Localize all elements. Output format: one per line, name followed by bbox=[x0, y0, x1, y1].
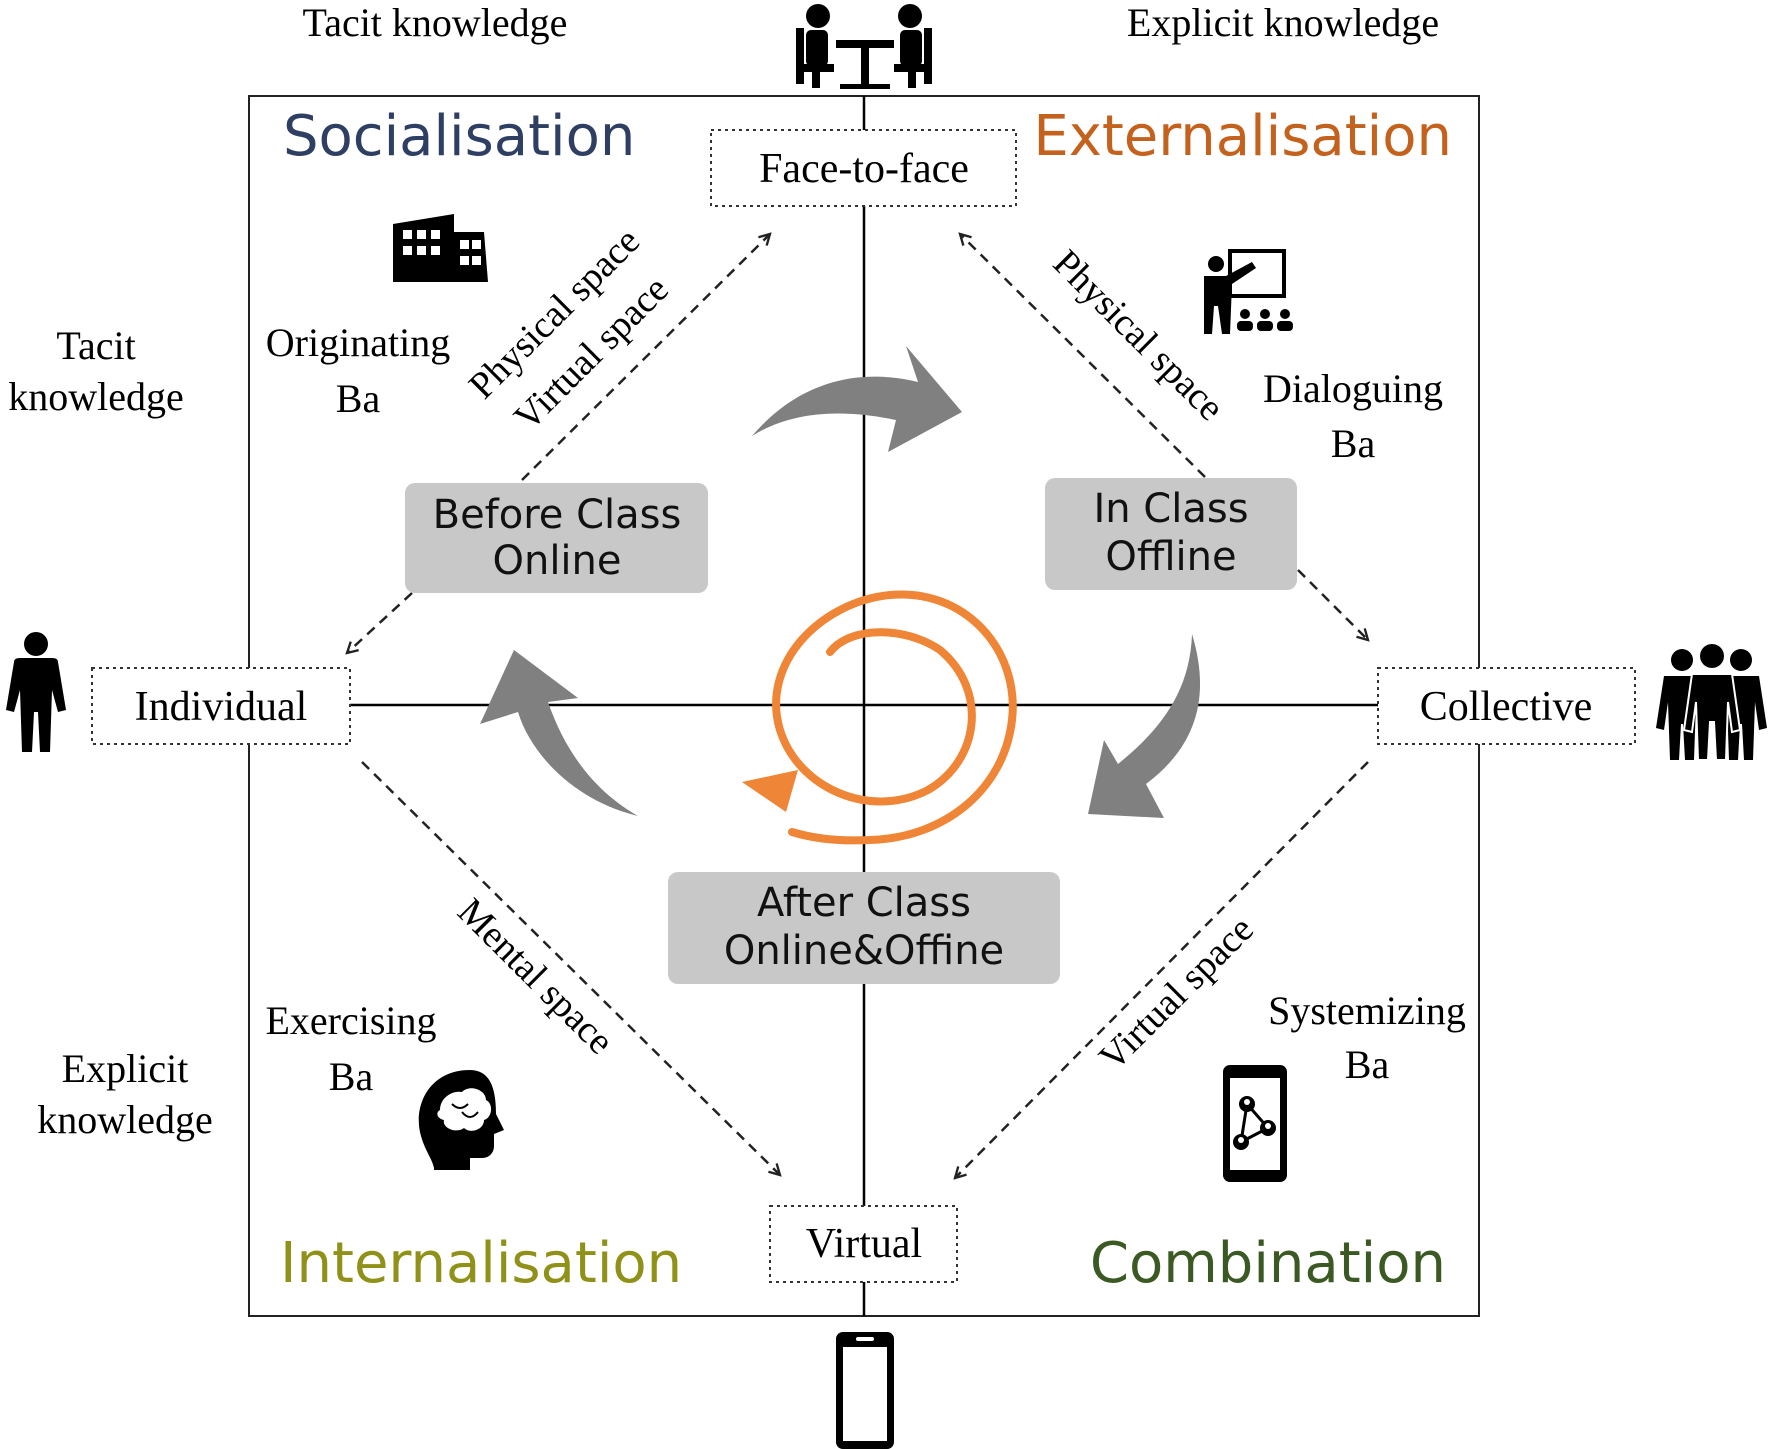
knowledge-spiral bbox=[742, 590, 1017, 845]
phase-before-box bbox=[405, 483, 708, 593]
axis-label-collective: Collective bbox=[1377, 667, 1636, 745]
network-phone-icon bbox=[1223, 1065, 1287, 1182]
bl-mental-space: Mental space bbox=[449, 890, 621, 1062]
systemizing-ba-line1: Systemizing bbox=[1268, 988, 1466, 1033]
dialoguing-ba-line1: Dialoguing bbox=[1263, 366, 1443, 411]
originating-ba-line1: Originating bbox=[266, 320, 450, 365]
arrow-tl-to-top bbox=[521, 234, 770, 481]
axis-label-individual: Individual bbox=[91, 667, 351, 745]
spiral-path bbox=[772, 590, 1017, 845]
dialoguing-ba-line2: Ba bbox=[1331, 421, 1376, 466]
teacher-presentation-icon bbox=[1204, 249, 1293, 334]
grey-arrow-top bbox=[752, 346, 962, 452]
face-to-face-label: Face-to-face bbox=[759, 146, 969, 192]
phase-after-box bbox=[668, 872, 1060, 984]
virtual-box bbox=[769, 1205, 958, 1283]
originating-ba-line2: Ba bbox=[336, 376, 381, 421]
side-explicit-line2: knowledge bbox=[37, 1097, 213, 1142]
phase-after-line1: After Class bbox=[757, 880, 971, 926]
top-explicit-knowledge: Explicit knowledge bbox=[1127, 0, 1439, 45]
arrow-tl-to-left bbox=[347, 592, 413, 653]
br-virtual-space: Virtual space bbox=[1091, 908, 1262, 1079]
arrow-bl bbox=[361, 761, 780, 1175]
collective-box bbox=[1377, 667, 1636, 745]
phase-in-line1: In Class bbox=[1093, 486, 1248, 532]
phase-before-line2: Online bbox=[492, 538, 621, 584]
building-icon bbox=[393, 214, 488, 282]
quadrant-internalisation: Internalisation bbox=[280, 1231, 682, 1296]
virtual-label: Virtual bbox=[806, 1221, 922, 1267]
quadrant-externalisation: Externalisation bbox=[1033, 104, 1452, 169]
arrow-tr-to-right bbox=[1297, 569, 1368, 640]
collective-label: Collective bbox=[1420, 684, 1593, 730]
arrow-tr-to-top bbox=[960, 234, 1206, 478]
quadrant-combination: Combination bbox=[1090, 1231, 1446, 1296]
phase-in-line2: Offline bbox=[1105, 534, 1236, 580]
tr-physical-space: Physical space bbox=[1045, 242, 1232, 429]
top-tacit-knowledge: Tacit knowledge bbox=[303, 0, 568, 45]
group-icon bbox=[1656, 644, 1767, 761]
phase-after-line2: Online&Offine bbox=[724, 928, 1004, 974]
grey-arrow-left bbox=[480, 650, 638, 816]
phase-before: Before Class Online bbox=[405, 483, 708, 593]
side-tacit-line1: Tacit bbox=[56, 323, 135, 368]
systemizing-ba-line2: Ba bbox=[1345, 1042, 1390, 1087]
dashed-arrows bbox=[347, 234, 1368, 1178]
spiral-arrowhead bbox=[742, 770, 798, 812]
cycle-arrows bbox=[480, 346, 1201, 818]
phase-before-line1: Before Class bbox=[433, 492, 682, 538]
smartphone-icon bbox=[836, 1332, 894, 1449]
grey-arrow-right bbox=[1088, 634, 1201, 818]
arrow-br bbox=[955, 761, 1369, 1178]
meeting-icon bbox=[796, 4, 932, 89]
face-to-face-box bbox=[710, 129, 1017, 207]
phase-after: After Class Online&Offine bbox=[668, 872, 1060, 984]
individual-box bbox=[91, 667, 351, 745]
axis-label-face-to-face: Face-to-face bbox=[710, 129, 1017, 207]
individual-label: Individual bbox=[135, 684, 308, 730]
phase-in-box bbox=[1045, 478, 1297, 590]
brain-head-icon bbox=[418, 1070, 504, 1170]
axis-label-virtual: Virtual bbox=[769, 1205, 958, 1283]
quadrant-socialisation: Socialisation bbox=[283, 104, 635, 169]
exercising-ba-line1: Exercising bbox=[265, 998, 436, 1043]
phase-in: In Class Offline bbox=[1045, 478, 1297, 590]
side-explicit-line1: Explicit bbox=[62, 1046, 189, 1091]
exercising-ba-line2: Ba bbox=[329, 1054, 374, 1099]
side-tacit-line2: knowledge bbox=[8, 374, 184, 419]
person-icon bbox=[6, 632, 66, 752]
